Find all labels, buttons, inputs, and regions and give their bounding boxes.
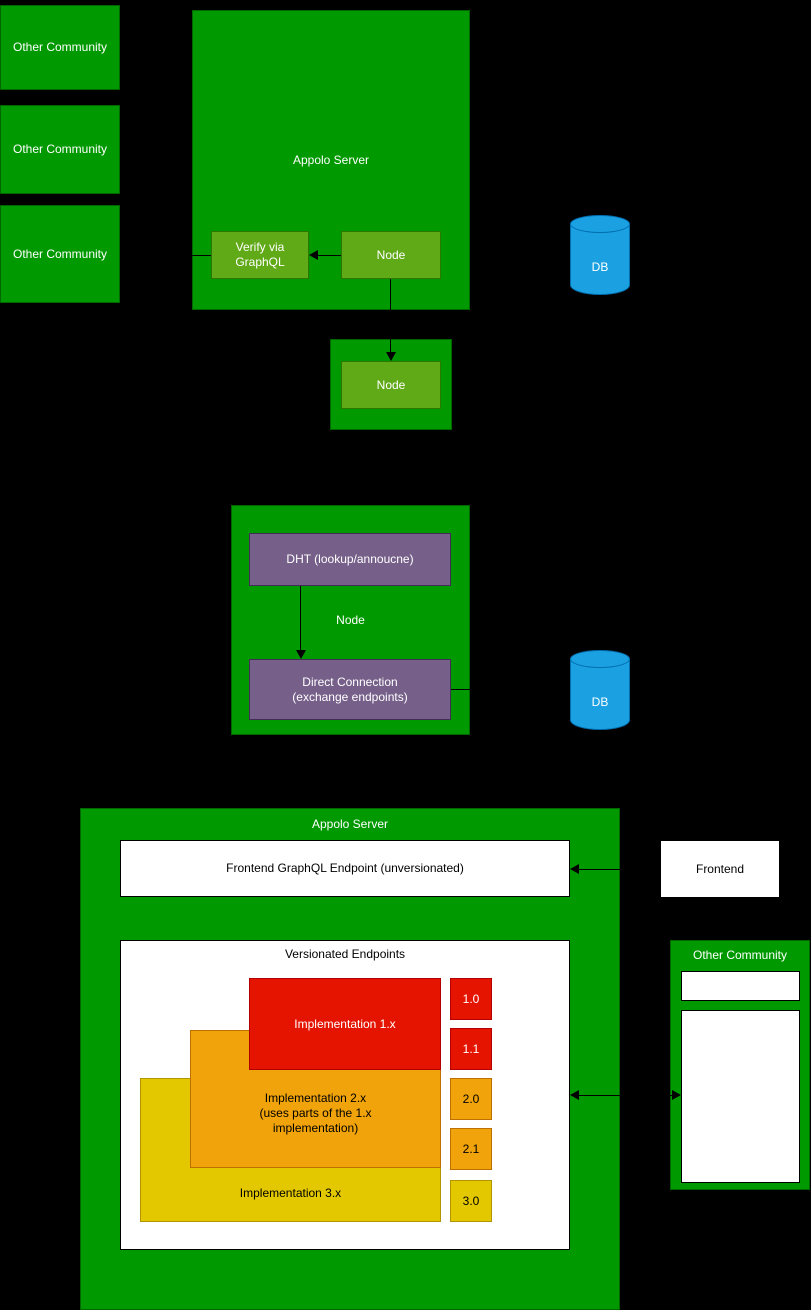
version-tag-2-1: 2.1: [450, 1128, 492, 1170]
dht-lookup-box: DHT (lookup/annoucne): [249, 533, 451, 586]
arrow-community-to-versionated-head: [570, 1090, 579, 1100]
arrow-community-to-versionated-line: [579, 1095, 672, 1096]
frontend-box: Frontend: [660, 840, 780, 898]
implementation-3x-label: Implementation 3.x: [239, 1186, 342, 1200]
arrow-node-to-external-node-head: [386, 352, 396, 361]
arrow-versionated-to-community-head: [672, 1090, 681, 1100]
arrow-dht-to-direct-head: [296, 650, 306, 659]
version-tag-1-1: 1.1: [450, 1028, 492, 1070]
arrow-node-to-verify-head: [309, 250, 318, 260]
version-tag-3-0: 3.0: [450, 1180, 492, 1222]
db-label: DB: [591, 695, 609, 709]
db-label: DB: [591, 260, 609, 274]
frontend-graphql-endpoint-box: Frontend GraphQL Endpoint (unversionated…: [120, 840, 570, 897]
other-community-box-2: Other Community: [0, 105, 120, 194]
connector-server-to-db: [470, 255, 570, 256]
db-cylinder-body: [570, 659, 630, 730]
arrow-frontend-to-endpoint-head: [570, 864, 579, 874]
direct-connection-box: Direct Connection (exchange endpoints): [249, 659, 451, 720]
other-community-inner-box-1: [681, 971, 800, 1001]
arrow-dht-to-direct-line: [300, 586, 301, 650]
implementation-1x-box: Implementation 1.x: [249, 978, 441, 1070]
arrow-node-to-external-node-line: [390, 279, 391, 352]
db-cylinder-body: [570, 224, 630, 295]
verify-via-graphql-box: Verify via GraphQL: [211, 231, 309, 279]
db-cylinder-lid: [570, 650, 630, 668]
other-community-inner-box-2: [681, 1010, 800, 1183]
appolo-node-box: Node: [341, 231, 441, 279]
arrow-frontend-to-endpoint-line: [579, 869, 660, 870]
other-community-box-1: Other Community: [0, 5, 120, 90]
version-tag-1-0: 1.0: [450, 978, 492, 1020]
connector-direct-to-db: [451, 689, 570, 690]
db-cylinder-middle: DB: [570, 650, 630, 730]
connector-community-to-verify: [120, 255, 211, 256]
version-tag-2-0: 2.0: [450, 1078, 492, 1120]
external-node-box: Node: [341, 361, 441, 409]
arrow-node-to-verify-line: [318, 255, 341, 256]
db-cylinder-top: DB: [570, 215, 630, 295]
other-community-box-3: Other Community: [0, 205, 120, 303]
db-cylinder-lid: [570, 215, 630, 233]
